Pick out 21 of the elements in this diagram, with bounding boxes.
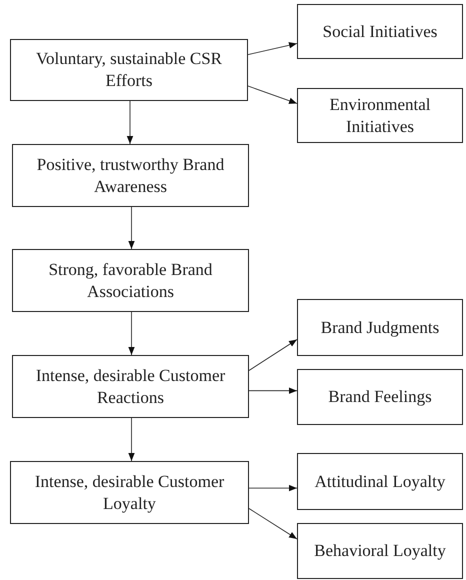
process-box: Social Initiatives <box>297 4 463 59</box>
arrow <box>248 484 298 492</box>
process-box: Strong, favorable Brand Associations <box>12 249 249 312</box>
process-box: Behavioral Loyalty <box>297 523 463 579</box>
process-box: Intense, desirable Customer Loyalty <box>10 461 249 524</box>
arrow <box>248 86 298 104</box>
arrow <box>128 206 135 250</box>
arrow <box>248 42 298 55</box>
arrow <box>248 388 298 394</box>
process-box: Attitudinal Loyalty <box>297 453 463 510</box>
arrow <box>248 508 298 540</box>
process-box: Positive, trustworthy Brand Awareness <box>12 144 249 207</box>
process-box: Brand Feelings <box>297 369 463 425</box>
process-box: Environmental Initiatives <box>297 88 463 143</box>
arrow <box>126 100 134 144</box>
process-box: Intense, desirable Customer Reactions <box>12 355 249 418</box>
process-box: Voluntary, sustainable CSR Efforts <box>10 39 248 101</box>
process-box: Brand Judgments <box>297 299 463 356</box>
arrow <box>128 312 135 356</box>
arrow <box>128 418 135 462</box>
arrow <box>248 339 298 371</box>
